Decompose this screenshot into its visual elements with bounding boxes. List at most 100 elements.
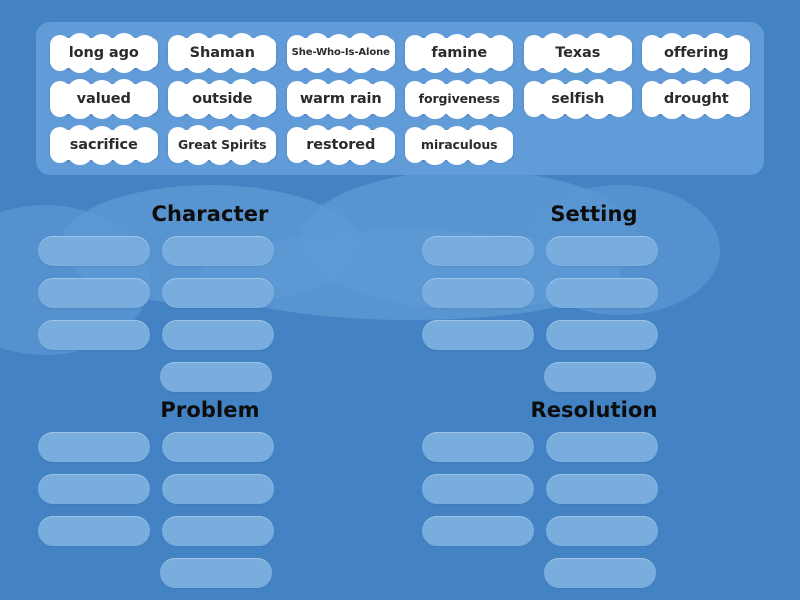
cloud-puffs [166,125,278,165]
cloud-puffs [285,79,397,119]
word-tile-restored[interactable]: restored [285,125,397,165]
drop-slot[interactable] [162,278,274,308]
drop-slot[interactable] [422,320,534,350]
word-tile-great-spirits[interactable]: Great Spirits [166,125,278,165]
word-tile-long-ago[interactable]: long ago [48,33,160,73]
group-character: Character [20,192,400,392]
word-tile-famine[interactable]: famine [403,33,515,73]
word-tile-label: valued [76,90,131,107]
cloud-puffs [640,33,752,73]
cloud-puffs [403,33,515,73]
word-tile-slot: warm rain [283,79,399,119]
word-tile-slot: restored [283,125,399,165]
drop-slot[interactable] [546,432,658,462]
group-title: Character [151,202,269,226]
group-title: Problem [160,398,260,422]
group-slot-grid [416,432,772,600]
drop-slot[interactable] [422,474,534,504]
cloud-puffs [285,33,397,73]
cloud-puffs [48,79,160,119]
word-tile-forgiveness[interactable]: forgiveness [403,79,515,119]
drop-slot[interactable] [422,432,534,462]
word-tile-label: long ago [68,44,139,61]
drop-slot[interactable] [162,432,274,462]
word-tile-valued[interactable]: valued [48,79,160,119]
cloud-puffs [166,79,278,119]
word-tile-slot: Great Spirits [165,125,281,165]
word-tile-label: miraculous [421,136,498,152]
group-problem: Problem [20,388,400,588]
drop-slot[interactable] [162,474,274,504]
drop-slot[interactable] [160,558,272,588]
word-tile-slot: Texas [520,33,636,73]
word-tile-slot: forgiveness [402,79,518,119]
word-tile-label: outside [192,90,253,107]
word-tile-label: restored [306,136,376,153]
drop-slot[interactable] [544,362,656,392]
word-tile-shaman[interactable]: Shaman [166,33,278,73]
word-tile-label: selfish [551,90,605,107]
cloud-puffs [48,125,160,165]
drop-slot[interactable] [38,474,150,504]
drop-slot[interactable] [162,236,274,266]
drop-slot[interactable] [546,236,658,266]
word-tile-label: She-Who-Is-Alone [291,47,390,58]
word-tile-label: Texas [555,44,601,61]
group-title: Resolution [530,398,658,422]
word-tile-label: Great Spirits [178,136,267,152]
drop-slot[interactable] [38,516,150,546]
drop-slot[interactable] [38,278,150,308]
cloud-puffs [640,79,752,119]
drop-slot[interactable] [38,236,150,266]
word-tile-slot: Shaman [165,33,281,73]
drop-slot[interactable] [162,516,274,546]
drop-slot[interactable] [38,432,150,462]
word-tile-she-who-is-alone[interactable]: She-Who-Is-Alone [285,33,397,73]
drop-slot[interactable] [546,474,658,504]
word-tile-label: drought [663,90,729,107]
drop-slot[interactable] [544,558,656,588]
word-tile-offering[interactable]: offering [640,33,752,73]
drop-slot[interactable] [422,236,534,266]
word-bank-row: sacrifice Great Spirits restored [46,122,754,168]
word-tile-texas[interactable]: Texas [522,33,634,73]
word-tile-slot: She-Who-Is-Alone [283,33,399,73]
word-tile-outside[interactable]: outside [166,79,278,119]
word-tile-slot: long ago [46,33,162,73]
cloud-puffs [285,125,397,165]
word-tile-slot: sacrifice [46,125,162,165]
word-tile-selfish[interactable]: selfish [522,79,634,119]
word-tile-label: famine [431,44,488,61]
drop-slot[interactable] [422,278,534,308]
cloud-puffs [166,33,278,73]
word-tile-slot: offering [639,33,755,73]
group-resolution: Resolution [404,388,784,588]
drop-slot[interactable] [422,516,534,546]
word-tile-warm-rain[interactable]: warm rain [285,79,397,119]
drop-slot[interactable] [160,362,272,392]
drop-slot[interactable] [38,320,150,350]
word-tile-sacrifice[interactable]: sacrifice [48,125,160,165]
word-bank-row: long ago Shaman She-Who-Is-Alone [46,30,754,76]
word-tile-label: offering [664,44,729,61]
group-title: Setting [550,202,638,226]
cloud-puffs [48,33,160,73]
cloud-puffs [522,33,634,73]
word-tile-miraculous[interactable]: miraculous [403,125,515,165]
drop-slot[interactable] [546,516,658,546]
word-bank-panel: long ago Shaman She-Who-Is-Alone [36,22,764,175]
group-slot-grid [32,432,388,600]
group-setting: Setting [404,192,784,392]
drop-slot[interactable] [546,320,658,350]
word-tile-label: warm rain [299,90,382,107]
word-tile-slot: famine [402,33,518,73]
word-tile-label: forgiveness [418,90,500,106]
drop-slot[interactable] [162,320,274,350]
drop-slot[interactable] [546,278,658,308]
word-tile-label: sacrifice [69,136,138,153]
word-tile-drought[interactable]: drought [640,79,752,119]
group-slot-grid [32,236,388,404]
word-tile-slot: miraculous [402,125,518,165]
word-tile-slot: outside [165,79,281,119]
word-tile-slot: valued [46,79,162,119]
